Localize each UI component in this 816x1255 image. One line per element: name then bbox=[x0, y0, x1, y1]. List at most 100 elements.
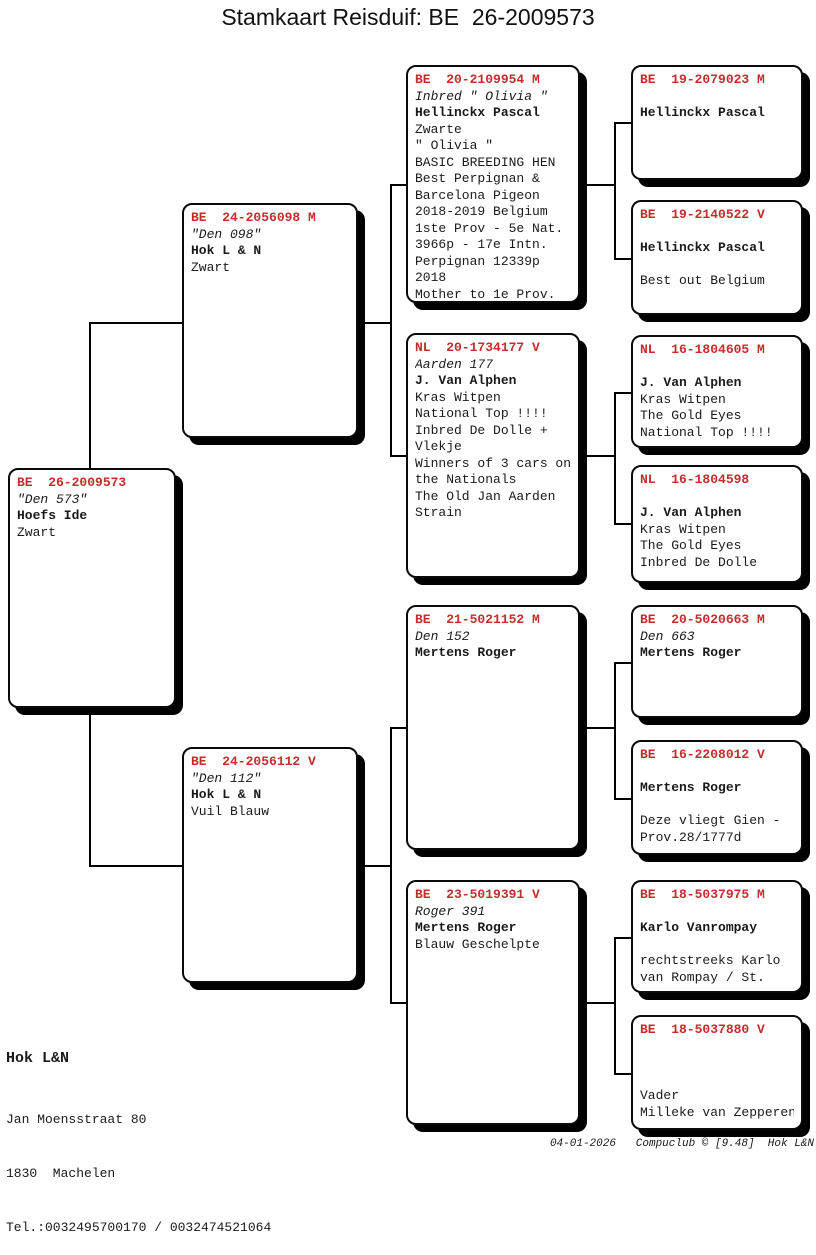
pigeon-name: "Den 112" bbox=[191, 770, 262, 786]
ring-number: BE 18-5037975 M bbox=[640, 887, 765, 902]
ring-number: BE 20-2109954 M bbox=[415, 72, 540, 87]
owner-name: Hellinckx Pascal bbox=[640, 240, 765, 255]
pigeon-name: Roger 391 bbox=[415, 903, 486, 919]
info-line: Inbred De Dolle bbox=[640, 554, 758, 570]
connector-line bbox=[614, 523, 632, 525]
pedigree-box-sire-sire-sire: BE 19-2079023 M Hellinckx Pascal bbox=[631, 65, 803, 180]
owner-name: J. Van Alphen bbox=[640, 375, 742, 390]
info-line: Prov.28/1777d bbox=[640, 829, 742, 845]
pigeon-name bbox=[640, 1039, 794, 1056]
connector-line bbox=[89, 865, 183, 867]
page-title: Stamkaart Reisduif: BE 26-2009573 bbox=[221, 4, 595, 30]
loft-footer: Hok L&N Jan Moensstraat 80 1830 Machelen… bbox=[6, 1014, 271, 1255]
ring-number: BE 16-2208012 V bbox=[640, 747, 765, 762]
ring-number: BE 24-2056098 M bbox=[191, 210, 316, 225]
owner-name: Hellinckx Pascal bbox=[415, 105, 540, 120]
info-line: Kras Witpen bbox=[640, 391, 726, 407]
connector-line bbox=[614, 392, 616, 524]
info-line: Strain bbox=[415, 505, 462, 520]
info-line: the Nationals bbox=[415, 472, 517, 487]
connector-line bbox=[580, 184, 615, 186]
pigeon-name: Aarden 177 bbox=[415, 356, 494, 372]
owner-name: Hellinckx Pascal bbox=[640, 105, 765, 120]
info-line: 3966p - 17e Intn. bbox=[415, 237, 548, 252]
info-line: Best Perpignan & bbox=[415, 171, 540, 186]
info-line: The Gold Eyes bbox=[640, 408, 742, 423]
info-line bbox=[640, 937, 794, 954]
connector-line bbox=[358, 322, 391, 324]
ring-number: BE 21-5021152 M bbox=[415, 612, 540, 627]
owner-name bbox=[640, 1055, 794, 1072]
info-line: van Rompay / St. bbox=[640, 969, 765, 985]
connector-line bbox=[614, 122, 616, 259]
info-line: Winners of 3 cars on bbox=[415, 455, 571, 471]
pigeon-name bbox=[640, 489, 794, 506]
info-line: Best out Belgium bbox=[640, 273, 765, 288]
owner-name: Mertens Roger bbox=[640, 780, 742, 795]
info-line: Kras Witpen bbox=[415, 389, 501, 405]
connector-line bbox=[614, 798, 632, 800]
ring-number: BE 24-2056112 V bbox=[191, 754, 316, 769]
connector-line bbox=[390, 727, 407, 729]
info-line: 2018-2019 Belgium bbox=[415, 204, 548, 219]
connector-line bbox=[390, 727, 392, 1003]
owner-name: Hok L & N bbox=[191, 243, 262, 258]
connector-line bbox=[614, 392, 632, 394]
connector-line bbox=[358, 865, 391, 867]
owner-name: Mertens Roger bbox=[415, 920, 517, 935]
owner-name: J. Van Alphen bbox=[415, 373, 517, 388]
connector-line bbox=[614, 937, 632, 939]
info-line: Deze vliegt Gien - bbox=[640, 813, 781, 828]
info-line: 2018 bbox=[415, 270, 447, 285]
info-line: 1ste Prov - 5e Nat. bbox=[415, 220, 564, 236]
ring-number: BE 26-2009573 bbox=[17, 475, 127, 490]
connector-line bbox=[614, 258, 632, 260]
ring-number: BE 19-2140522 V bbox=[640, 207, 765, 222]
pigeon-name bbox=[640, 224, 794, 241]
owner-name: Mertens Roger bbox=[415, 645, 517, 660]
ring-number: BE 20-5020663 M bbox=[640, 612, 765, 627]
connector-line bbox=[614, 662, 632, 664]
pigeon-name: "Den 573" bbox=[17, 491, 88, 507]
info-line: Vuil Blauw bbox=[191, 803, 270, 819]
info-line: Zwarte bbox=[415, 121, 462, 137]
info-line: Inbred De Dolle + bbox=[415, 422, 548, 438]
pigeon-name bbox=[640, 764, 794, 781]
owner-name: Karlo Vanrompay bbox=[640, 920, 758, 935]
pigeon-name: Den 663 bbox=[640, 628, 695, 644]
owner-name: Mertens Roger bbox=[640, 645, 742, 660]
owner-name: Hoefs Ide bbox=[17, 508, 88, 523]
info-line: Kras Witpen bbox=[640, 521, 726, 537]
ring-number: BE 19-2079023 M bbox=[640, 72, 765, 87]
info-line: National Top !!!! bbox=[640, 424, 773, 440]
pigeon-name: Den 152 bbox=[415, 628, 470, 644]
loft-address-line2: 1830 Machelen bbox=[6, 1166, 116, 1181]
info-line: The Gold Eyes bbox=[640, 538, 742, 553]
info-line: " Olivia " bbox=[415, 138, 494, 153]
info-line bbox=[640, 797, 794, 814]
ring-number: BE 18-5037880 V bbox=[640, 1022, 765, 1037]
connector-line bbox=[580, 455, 615, 457]
info-line: Mother to 1e Prov. bbox=[415, 286, 556, 302]
info-line: rechtstreeks Karlo bbox=[640, 953, 781, 968]
connector-line bbox=[390, 1002, 407, 1004]
connector-line bbox=[614, 662, 616, 799]
pigeon-name: Inbred " Olivia " bbox=[415, 88, 548, 104]
ring-number: NL 20-1734177 V bbox=[415, 340, 540, 355]
pigeon-name: "Den 098" bbox=[191, 226, 262, 242]
pigeon-name bbox=[640, 904, 794, 921]
pigeon-name bbox=[640, 89, 794, 106]
info-line bbox=[640, 1072, 794, 1089]
pigeon-name bbox=[640, 359, 794, 376]
info-line: The Old Jan Aarden bbox=[415, 488, 556, 504]
